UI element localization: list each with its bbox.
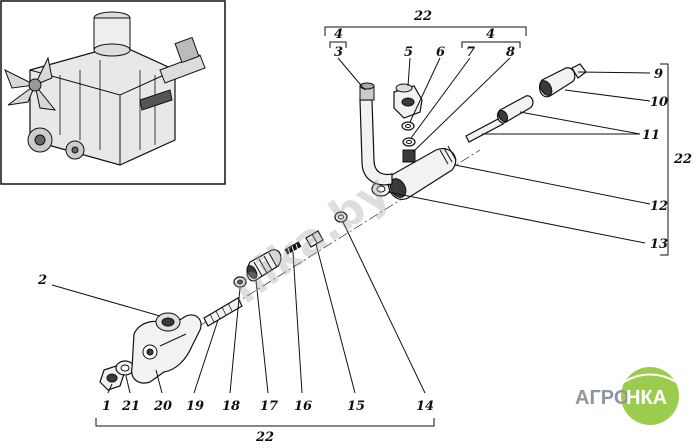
label-15: 15 [347, 399, 365, 414]
part-15-piston [305, 230, 324, 248]
label-5: 5 [404, 45, 413, 60]
part-5-banjo [393, 83, 423, 119]
label-10: 10 [650, 95, 668, 110]
label-14: 14 [416, 399, 434, 414]
label-8: 8 [506, 45, 515, 60]
engine-inset [0, 0, 226, 185]
part-19-rod [203, 297, 243, 327]
label-21: 21 [121, 399, 140, 414]
part-8-bolt [402, 149, 416, 163]
part-6-washer [401, 121, 415, 131]
part-17-spring-sleeve [246, 249, 282, 282]
label-11: 11 [642, 128, 660, 143]
logo-circle [621, 367, 679, 425]
group-label-bottom-total: 22 [255, 430, 274, 444]
part-21-washer [115, 360, 135, 376]
part-20-housing [131, 312, 202, 384]
label-12: 12 [650, 199, 668, 214]
watermark: nika.by [221, 166, 398, 314]
label-9: 9 [654, 67, 663, 82]
label-13: 13 [650, 237, 668, 252]
group-label-top-left: 4 [334, 27, 343, 42]
logo-text-left: АГРО [575, 387, 629, 409]
label-17: 17 [260, 399, 278, 414]
group-label-right-total: 22 [673, 152, 692, 167]
agronika-logo: АГРО НКА [575, 367, 679, 425]
group-label-top-total: 22 [413, 9, 432, 24]
part-7-washer [402, 137, 416, 147]
label-6: 6 [436, 45, 445, 60]
label-16: 16 [294, 399, 312, 414]
part-12-fitting [387, 145, 457, 200]
part-13-gasket [371, 181, 391, 197]
label-18: 18 [222, 399, 240, 414]
group-label-top-right: 4 [486, 27, 495, 42]
part-10-cap [538, 67, 576, 98]
part-16-spring [284, 241, 302, 255]
label-7: 7 [466, 45, 475, 60]
label-19: 19 [186, 399, 204, 414]
label-2: 2 [37, 273, 47, 288]
part-11-valve [465, 95, 534, 143]
brackets [95, 26, 669, 427]
group-labels: 22 4 4 22 22 [255, 9, 692, 445]
logo-text-right: НКА [626, 387, 667, 409]
part-14-ring [334, 211, 348, 223]
part-18-ring [233, 276, 247, 288]
leader-lines [51, 57, 651, 394]
part-labels: 2 1 21 20 19 18 17 16 15 14 3 5 6 7 8 9 … [37, 45, 668, 414]
label-3: 3 [334, 45, 343, 60]
label-1: 1 [102, 399, 111, 414]
label-20: 20 [153, 399, 172, 414]
